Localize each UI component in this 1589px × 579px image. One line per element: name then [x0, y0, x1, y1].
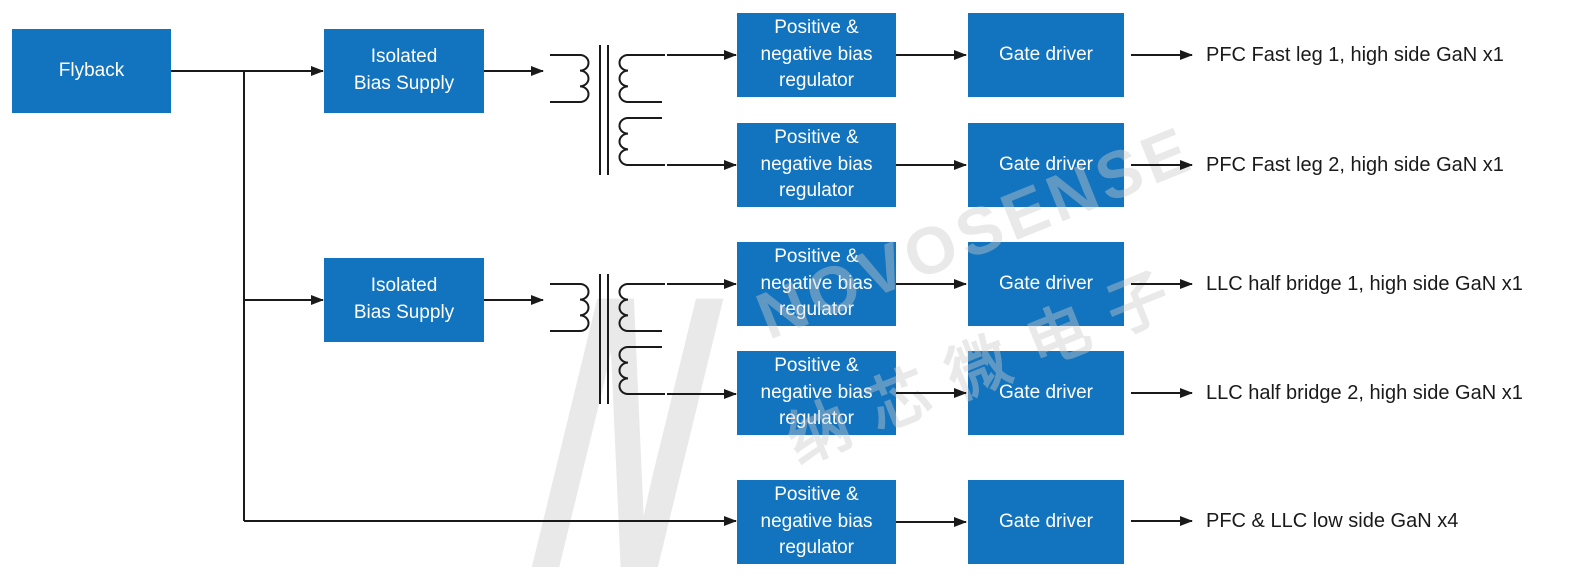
- bias-regulator-2-label: Positive & negative bias regulator: [760, 127, 873, 202]
- output-label-2: PFC Fast leg 2, high side GaN x1: [1206, 154, 1504, 176]
- isolated-bias-supply-2-box: Isolated Bias Supply: [324, 258, 484, 342]
- bias-regulator-4-label: Positive & negative bias regulator: [760, 355, 873, 430]
- bias-regulator-4-box: Positive & negative bias regulator: [737, 351, 896, 435]
- bias-regulator-1-label: Positive & negative bias regulator: [760, 17, 873, 92]
- bias-regulator-3-label: Positive & negative bias regulator: [760, 246, 873, 321]
- gate-driver-4-box: Gate driver: [968, 351, 1124, 435]
- bias-regulator-2-box: Positive & negative bias regulator: [737, 123, 896, 207]
- transformer-2-icon: [549, 273, 666, 405]
- transformer-1-icon: [549, 44, 666, 176]
- isolated-bias-supply-1-box: Isolated Bias Supply: [324, 29, 484, 113]
- output-label-4: LLC half bridge 2, high side GaN x1: [1206, 382, 1523, 404]
- gate-driver-5-box: Gate driver: [968, 480, 1124, 564]
- bias-regulator-3-box: Positive & negative bias regulator: [737, 242, 896, 326]
- isolated-bias-supply-2-label: Isolated Bias Supply: [353, 275, 455, 323]
- bias-regulator-1-box: Positive & negative bias regulator: [737, 13, 896, 97]
- gate-driver-2-box: Gate driver: [968, 123, 1124, 207]
- isolated-bias-supply-1-label: Isolated Bias Supply: [353, 46, 455, 94]
- gate-driver-2-label: Gate driver: [999, 153, 1093, 175]
- gate-driver-3-label: Gate driver: [999, 272, 1093, 294]
- output-label-3: LLC half bridge 1, high side GaN x1: [1206, 273, 1523, 295]
- gate-driver-1-box: Gate driver: [968, 13, 1124, 97]
- output-label-5: PFC & LLC low side GaN x4: [1206, 510, 1459, 532]
- gate-driver-4-label: Gate driver: [999, 381, 1093, 403]
- gate-driver-3-box: Gate driver: [968, 242, 1124, 326]
- bias-regulator-5-label: Positive & negative bias regulator: [760, 484, 873, 559]
- gate-driver-5-label: Gate driver: [999, 510, 1093, 532]
- bias-regulator-5-box: Positive & negative bias regulator: [737, 480, 896, 564]
- gate-driver-1-label: Gate driver: [999, 43, 1093, 65]
- flyback-label: Flyback: [58, 59, 125, 81]
- output-label-1: PFC Fast leg 1, high side GaN x1: [1206, 44, 1504, 66]
- flyback-box: Flyback: [12, 29, 171, 113]
